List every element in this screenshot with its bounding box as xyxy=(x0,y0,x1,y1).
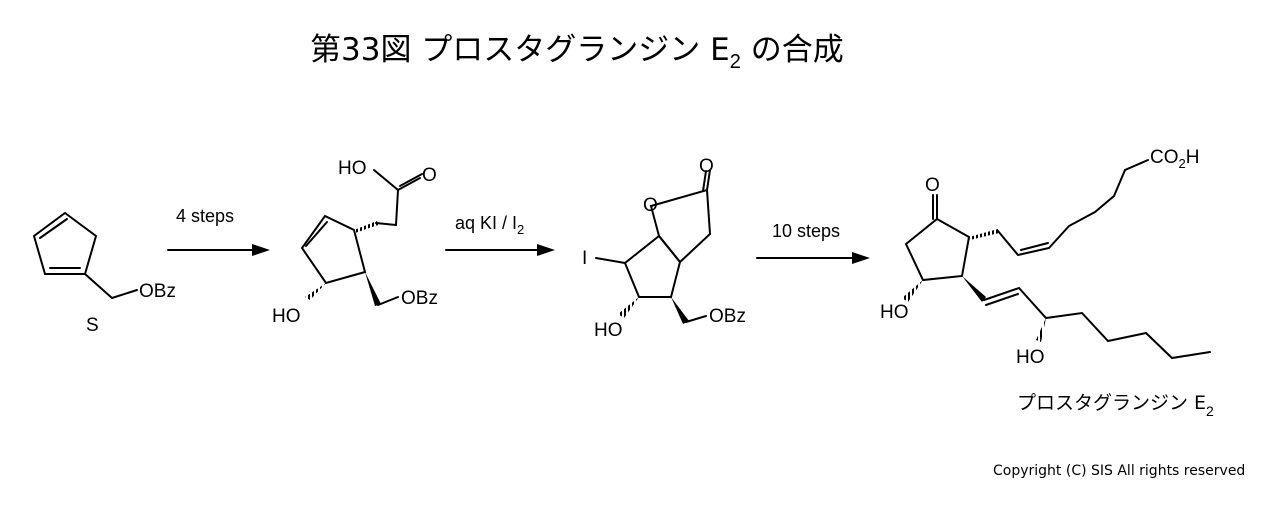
chain-oh-label: HO xyxy=(1016,347,1045,368)
ring-oh-label-pge: HO xyxy=(880,302,909,323)
lactone-carbonyl-o: O xyxy=(699,156,714,177)
reaction-arrow-3: 10 steps xyxy=(756,221,870,264)
lactone-ring-o: O xyxy=(643,195,658,216)
acid-label: CO2H xyxy=(1150,147,1199,171)
acid-o-label: O xyxy=(422,165,437,186)
obz-label-3: OBz xyxy=(709,306,746,327)
product-name: プロスタグランジン E2 xyxy=(1017,392,1214,419)
compound-cyclopentadiene: OBz S xyxy=(32,211,176,336)
compound-hydroxy-acid: HO O HO OBz xyxy=(272,158,438,327)
compound-iodolactone: O O I HO OBz xyxy=(582,156,746,341)
figure-title: 第33図 プロスタグランジン E2 の合成 xyxy=(310,32,844,73)
acid-oh-label: HO xyxy=(338,158,367,179)
compound-pge2: O CO2H HO HO プロスタグランジン E2 xyxy=(880,147,1214,419)
ring-oh-label: HO xyxy=(272,306,301,327)
reaction-arrow-1: 4 steps xyxy=(167,206,270,256)
reaction-arrow-2: aq KI / I2 xyxy=(445,213,555,256)
obz-label: OBz xyxy=(139,281,176,302)
stereo-label-s: S xyxy=(86,315,99,336)
arrow1-label: 4 steps xyxy=(176,206,234,226)
arrow2-label: aq KI / I2 xyxy=(455,213,524,237)
ketone-o-label: O xyxy=(925,175,940,196)
obz-label-2: OBz xyxy=(401,288,438,309)
arrow3-label: 10 steps xyxy=(772,221,840,241)
copyright-notice: Copyright (C) SIS All rights reserved xyxy=(993,463,1245,479)
ring-oh-label-3: HO xyxy=(594,320,623,341)
iodo-label: I xyxy=(582,248,587,269)
